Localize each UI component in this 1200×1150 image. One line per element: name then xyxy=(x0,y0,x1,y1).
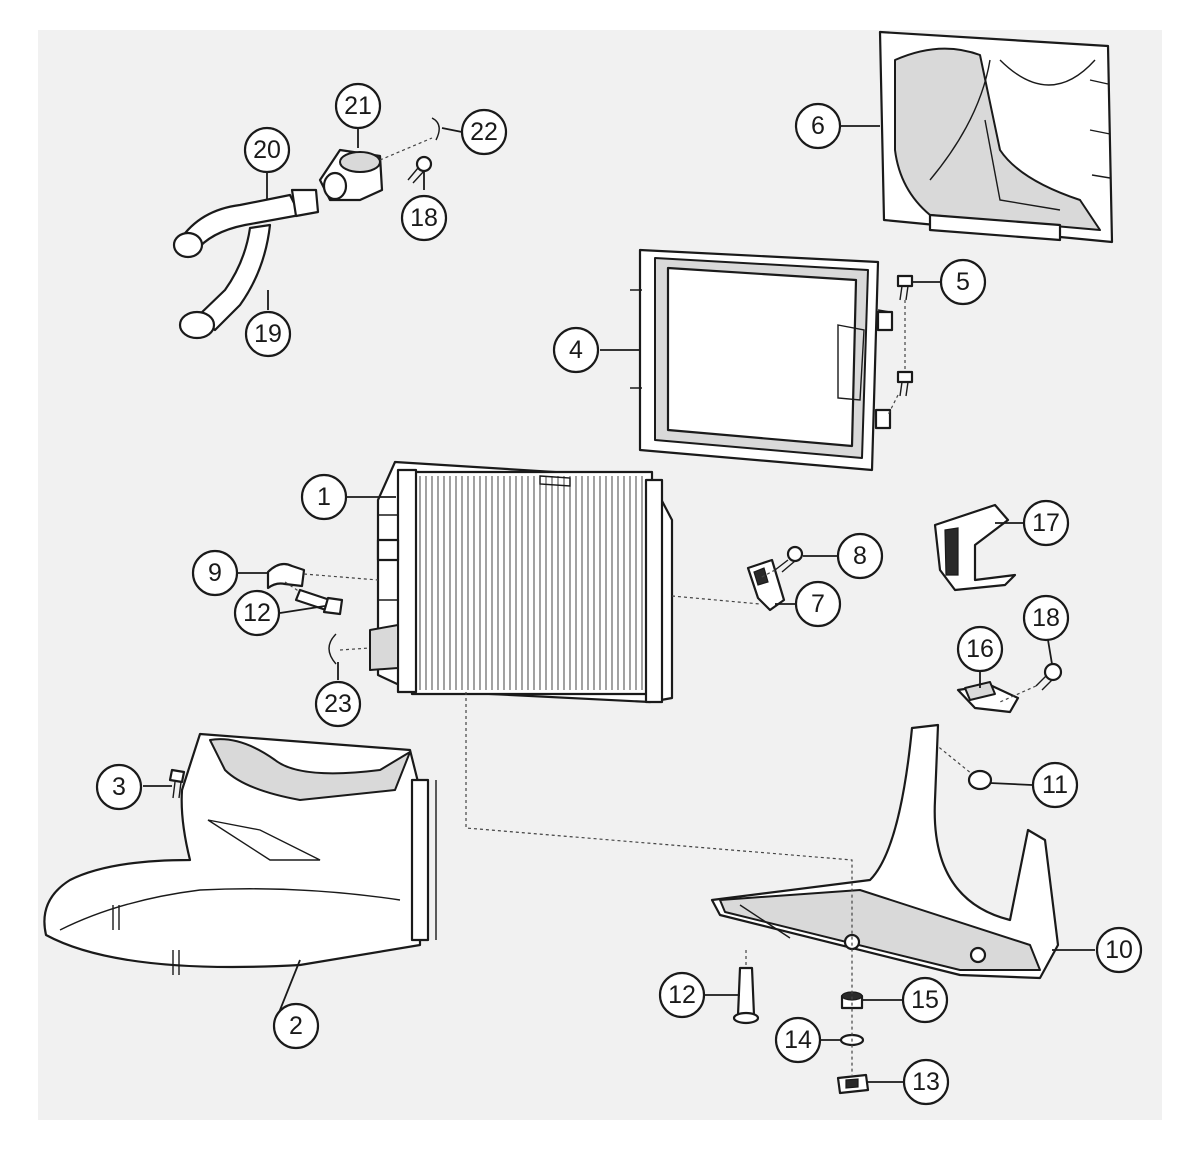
part-radiator xyxy=(369,460,674,704)
callout-5-label: 5 xyxy=(956,268,970,296)
part-bracket-9 xyxy=(266,562,379,590)
part-fan-shroud xyxy=(878,30,1114,244)
callout-12-lower-label: 12 xyxy=(668,981,696,1009)
part-screw-18-upper xyxy=(407,155,433,184)
radiator-fins xyxy=(419,476,643,690)
callout-14-label: 14 xyxy=(784,1026,812,1054)
callout-6-label: 6 xyxy=(811,112,825,140)
part-screw-5 xyxy=(887,274,914,416)
callout-12-lower: 12 xyxy=(658,971,706,1019)
callout-18-lower-label: 18 xyxy=(1032,604,1060,632)
callout-2-label: 2 xyxy=(289,1012,303,1040)
leader-lines xyxy=(143,125,1095,1083)
part-hose-19 xyxy=(178,223,272,340)
callout-5: 5 xyxy=(939,258,987,306)
callout-7: 7 xyxy=(794,580,842,628)
part-bracket-7 xyxy=(671,558,786,612)
callout-20-label: 20 xyxy=(253,136,281,164)
callout-14: 14 xyxy=(774,1016,822,1064)
part-radiator-frame xyxy=(630,248,894,472)
callout-21-label: 21 xyxy=(344,92,372,120)
callout-8-label: 8 xyxy=(853,542,867,570)
part-screw-3 xyxy=(168,768,186,799)
callout-4-label: 4 xyxy=(569,336,583,364)
callout-4: 4 xyxy=(552,326,600,374)
part-clip-23 xyxy=(328,633,371,665)
callout-15: 15 xyxy=(901,976,949,1024)
part-air-duct xyxy=(43,732,437,969)
callout-19-label: 19 xyxy=(254,320,282,348)
callout-13-label: 13 xyxy=(912,1068,940,1096)
callout-9: 9 xyxy=(191,549,239,597)
callout-1: 1 xyxy=(300,473,348,521)
part-screw-18-lower xyxy=(999,662,1063,703)
part-grommet-11 xyxy=(929,739,993,791)
callout-9-label: 9 xyxy=(208,559,222,587)
callout-21: 21 xyxy=(334,82,382,130)
part-bolt-12-lower xyxy=(732,950,760,1025)
callout-16: 16 xyxy=(956,625,1004,673)
callout-12-upper-label: 12 xyxy=(243,599,271,627)
callout-17-label: 17 xyxy=(1032,509,1060,537)
assembly-line-radiator-to-mount xyxy=(465,692,853,1075)
part-fitting-21 xyxy=(318,148,384,202)
part-bracket-17 xyxy=(933,503,1017,592)
part-clip-13 xyxy=(836,1073,870,1095)
part-bolt-12-upper xyxy=(284,581,344,616)
part-bolt-8 xyxy=(759,545,804,579)
callout-22: 22 xyxy=(460,108,508,156)
callout-2: 2 xyxy=(272,1002,320,1050)
callout-23: 23 xyxy=(314,680,362,728)
callout-18-upper-label: 18 xyxy=(410,204,438,232)
callout-6: 6 xyxy=(794,102,842,150)
part-screws-duct xyxy=(112,905,180,975)
part-bracket-16 xyxy=(956,681,1020,714)
callout-12-upper: 12 xyxy=(233,589,281,637)
callout-22-label: 22 xyxy=(470,118,498,146)
callout-17: 17 xyxy=(1022,499,1070,547)
callout-18-lower: 18 xyxy=(1022,594,1070,642)
callout-11: 11 xyxy=(1031,761,1079,809)
callout-3-label: 3 xyxy=(112,773,126,801)
callout-11-label: 11 xyxy=(1042,771,1068,799)
callout-16-label: 16 xyxy=(966,635,994,663)
callout-1-label: 1 xyxy=(317,483,331,511)
callout-10: 10 xyxy=(1095,926,1143,974)
part-clip-22 xyxy=(379,117,440,161)
callout-8: 8 xyxy=(836,532,884,580)
callout-3: 3 xyxy=(95,763,143,811)
part-nut-15 xyxy=(840,991,864,1010)
part-support-bracket xyxy=(710,723,1060,980)
callout-20: 20 xyxy=(243,126,291,174)
callout-15-label: 15 xyxy=(911,986,939,1014)
callout-7-label: 7 xyxy=(811,590,825,618)
callout-23-label: 23 xyxy=(324,690,352,718)
callout-19: 19 xyxy=(244,310,292,358)
callout-18-upper: 18 xyxy=(400,194,448,242)
callout-13: 13 xyxy=(902,1058,950,1106)
callout-10-label: 10 xyxy=(1105,936,1133,964)
part-hose-20 xyxy=(172,188,320,259)
